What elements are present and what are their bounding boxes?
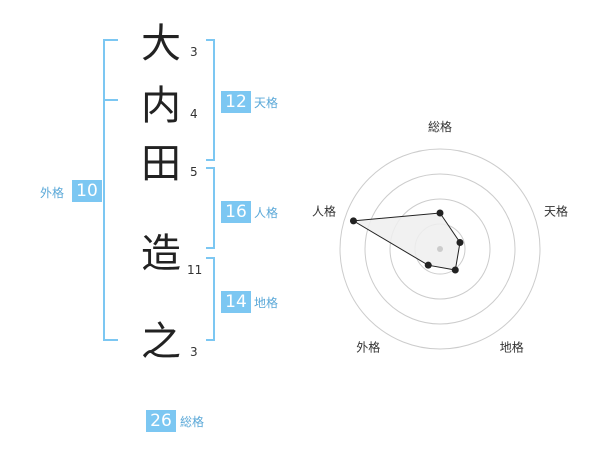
chikaku-bracket [206, 257, 215, 341]
jinkaku-value: 16 [221, 201, 251, 223]
name-char-5: 之 [141, 319, 181, 365]
radar-points [349, 209, 464, 274]
soukaku-value: 26 [146, 410, 176, 432]
gaikaku-label: 外格 [40, 186, 65, 200]
stroke-count-3: 5 [190, 165, 198, 179]
stroke-count-4: 11 [187, 263, 203, 277]
stroke-count-1: 3 [190, 45, 198, 59]
radar-point-5 [349, 217, 357, 225]
name-char-4: 造 [141, 231, 181, 277]
radar-axis-label-4: 外格 [356, 340, 380, 355]
stroke-count-2: 4 [190, 107, 198, 121]
soukaku-label: 総格 [180, 415, 205, 429]
radar-point-3 [451, 266, 459, 274]
name-char-2: 内 [141, 83, 181, 129]
radar-axis-label-5: 人格 [312, 203, 336, 218]
tenkaku-bracket [206, 39, 215, 161]
tenkaku-value: 12 [221, 91, 251, 113]
radar-ring-4 [339, 148, 541, 350]
stroke-count-5: 3 [190, 345, 198, 359]
radar-axis-label-1: 総格 [428, 119, 452, 134]
radar-axis-label-3: 地格 [500, 340, 524, 355]
radar-ring-3 [364, 173, 516, 325]
radar-point-2 [456, 239, 464, 247]
gaikaku-bracket [103, 39, 118, 341]
radar-rings [339, 148, 541, 350]
tenkaku-label: 天格 [254, 96, 279, 110]
chikaku-label: 地格 [254, 296, 279, 310]
chikaku-value: 14 [221, 291, 251, 313]
radar-ring-2 [389, 198, 491, 300]
radar-series-polygon [351, 212, 461, 271]
radar-point-4 [424, 261, 432, 269]
jinkaku-label: 人格 [254, 206, 279, 220]
radar-point-1 [436, 209, 444, 217]
jinkaku-bracket [206, 167, 215, 249]
radar-axis-label-2: 天格 [544, 203, 568, 218]
radar-center [437, 246, 443, 252]
name-char-1: 大 [141, 21, 181, 67]
gaikaku-value: 10 [72, 180, 102, 202]
name-char-3: 田 [141, 141, 181, 187]
